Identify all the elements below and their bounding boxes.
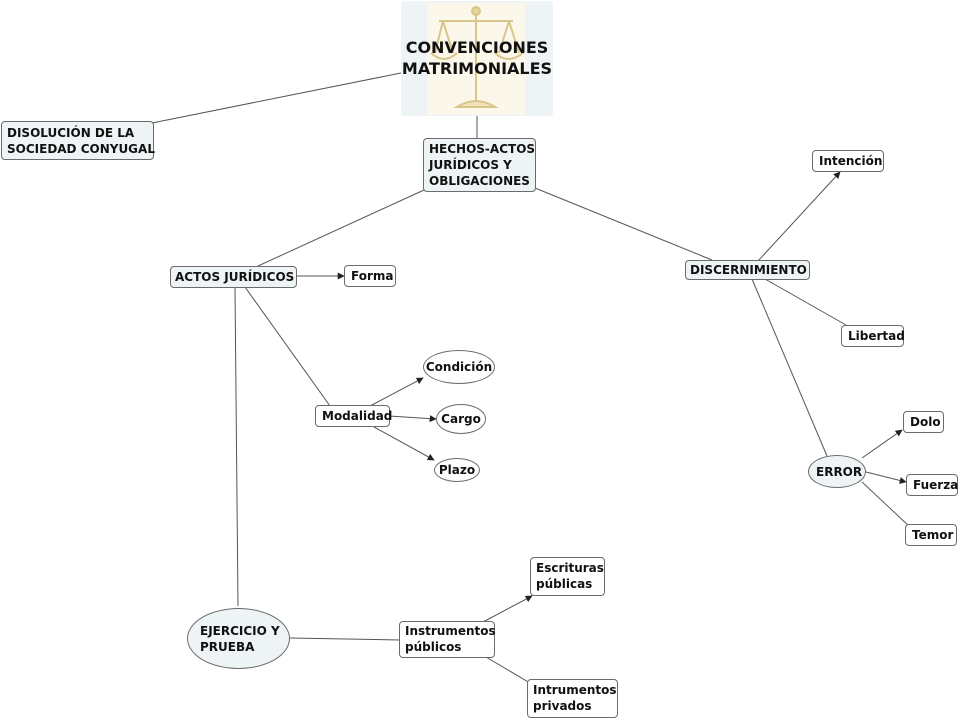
link-modalidad-cargo xyxy=(388,415,437,423)
link-hechos-discernimiento xyxy=(534,187,713,261)
node-escrituras-publicas[interactable]: Escrituras públicas xyxy=(530,557,605,596)
link-instrumentos-privados xyxy=(485,656,531,684)
link-root-disolucion xyxy=(151,72,402,124)
link-instrumentos-escrituras xyxy=(482,595,533,623)
link-error-temor xyxy=(861,481,911,528)
node-error[interactable]: ERROR xyxy=(808,455,866,488)
link-actos-modalidad xyxy=(244,286,331,407)
link-discernimiento-error xyxy=(751,278,828,457)
link-error-fuerza xyxy=(865,471,907,484)
node-intrumentos-privados[interactable]: Intrumentos privados xyxy=(527,679,618,718)
node-modalidad[interactable]: Modalidad xyxy=(315,405,392,427)
node-hechos-actos[interactable]: HECHOS-ACTOS JURÍDICOS Y OBLIGACIONES xyxy=(423,138,536,192)
node-ejercicio-prueba[interactable]: EJERCICIO Y PRUEBA xyxy=(187,608,290,669)
node-actos-juridicos[interactable]: ACTOS JURÍDICOS xyxy=(170,266,297,288)
link-discernimiento-intencion xyxy=(757,171,841,262)
link-modalidad-condicion xyxy=(369,377,424,407)
node-temor[interactable]: Temor xyxy=(905,524,957,546)
node-disolucion[interactable]: DISOLUCIÓN DE LA SOCIEDAD CONYUGAL xyxy=(1,121,155,160)
node-cargo[interactable]: Cargo xyxy=(436,404,486,434)
scales-of-justice-icon xyxy=(427,3,525,115)
link-ejercicio-instrumentos xyxy=(289,637,401,641)
node-intencion[interactable]: Intención xyxy=(812,150,884,172)
node-libertad[interactable]: Libertad xyxy=(841,325,905,347)
node-fuerza[interactable]: Fuerza xyxy=(906,474,958,496)
node-plazo[interactable]: Plazo xyxy=(434,458,480,482)
link-discernimiento-libertad xyxy=(764,278,847,326)
link-error-dolo xyxy=(861,429,903,459)
node-dolo[interactable]: Dolo xyxy=(903,411,944,433)
node-forma[interactable]: Forma xyxy=(344,265,396,287)
link-actos-ejercicio xyxy=(234,286,239,607)
node-condicion[interactable]: Condición xyxy=(423,350,495,384)
link-modalidad-plazo xyxy=(373,426,435,461)
node-instrumentos-publicos[interactable]: Instrumentos públicos xyxy=(399,621,496,658)
root-title: CONVENCIONES MATRIMONIALES xyxy=(401,38,553,78)
node-discernimiento[interactable]: DISCERNIMIENTO xyxy=(685,260,810,280)
link-hechos-actos xyxy=(257,189,425,267)
